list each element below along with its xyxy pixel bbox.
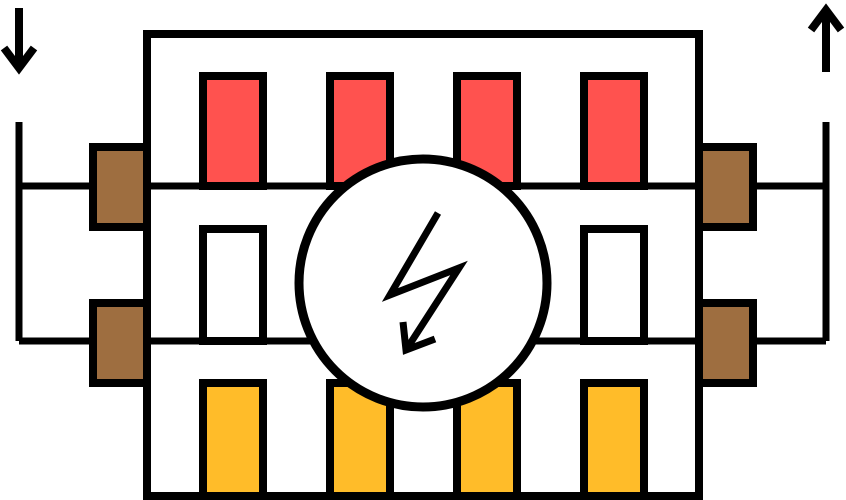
middle-slots <box>199 225 648 345</box>
warm-bar <box>199 379 267 500</box>
empty-slot <box>199 225 267 345</box>
connectors <box>89 143 757 387</box>
lightning-bolt-icon <box>381 211 468 355</box>
arrow-up-icon <box>807 3 845 72</box>
arrow-down-icon <box>0 8 38 75</box>
left-manifold <box>15 122 93 345</box>
connector-left-upper <box>89 143 151 231</box>
hot-bar <box>199 72 267 190</box>
connector-right-lower <box>695 299 757 387</box>
hot-bar <box>580 72 648 190</box>
connector-right-upper <box>695 143 757 231</box>
right-manifold <box>752 122 830 345</box>
warm-bar <box>580 379 648 500</box>
hot-bar <box>453 72 521 190</box>
empty-slot <box>580 225 648 345</box>
connector-left-lower <box>89 299 151 387</box>
